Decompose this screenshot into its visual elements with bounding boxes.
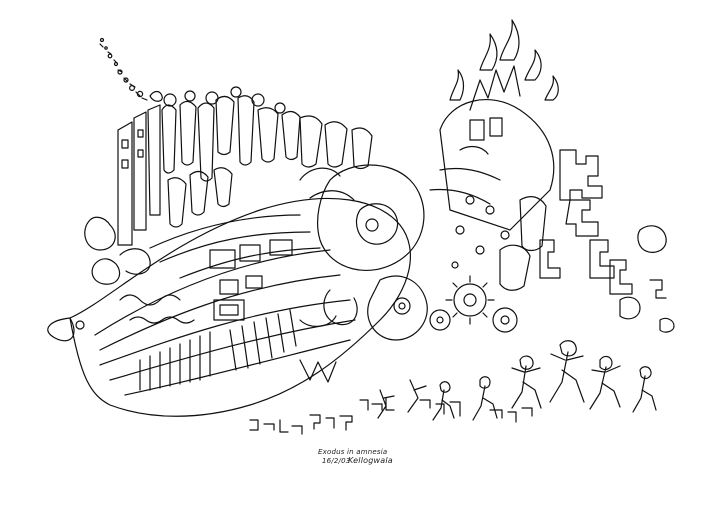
- gear-cluster: [429, 275, 518, 333]
- central-swirl: [299, 164, 428, 341]
- left-cloud-shapes: [84, 216, 151, 285]
- burning-city: [429, 19, 559, 269]
- right-edge-shapes: [619, 225, 675, 333]
- floating-debris: [99, 37, 144, 98]
- caption-title: Exodus in amnesia: [318, 448, 388, 456]
- caption-date: 16/2/03: [322, 457, 351, 465]
- bottom-glyphs: [249, 397, 533, 435]
- maze-structure: [499, 149, 633, 295]
- running-figures: [377, 340, 657, 421]
- fish-vessel: [47, 197, 411, 417]
- tower-cluster: [99, 43, 373, 246]
- artist-signature: Kellogwala: [348, 456, 393, 465]
